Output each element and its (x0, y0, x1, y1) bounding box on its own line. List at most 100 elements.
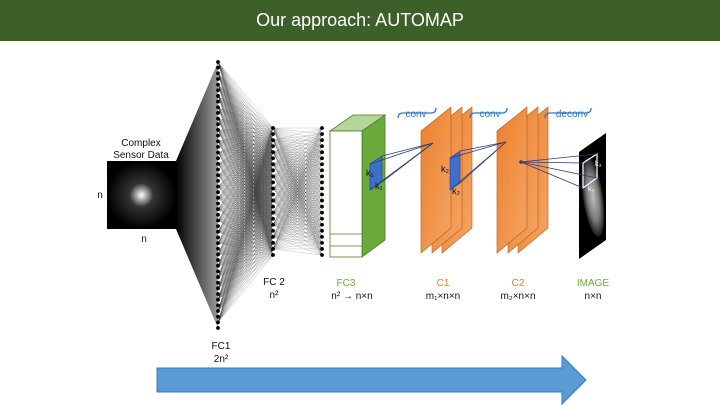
connection-line (217, 61, 274, 201)
connection-line (272, 127, 323, 243)
connection-line (217, 182, 274, 278)
connection-line (217, 107, 274, 141)
connection-line (217, 118, 274, 225)
connection-line (217, 152, 274, 221)
neuron-dot (320, 180, 324, 185)
connection-line (217, 208, 274, 225)
connection-line (217, 73, 274, 135)
connection-line (217, 95, 274, 219)
connection-line (272, 139, 323, 171)
connection-line (217, 118, 274, 147)
connection-line (217, 242, 274, 278)
connection-line (272, 188, 323, 207)
connection-line (217, 194, 274, 210)
connection-line (217, 158, 274, 300)
connection-line (217, 127, 274, 266)
connection-line (217, 164, 274, 289)
connection-line (217, 107, 274, 256)
connection-line (272, 200, 323, 219)
connection-line (217, 197, 274, 219)
connection-line (272, 188, 323, 237)
connection-line (272, 152, 323, 177)
connection-line (217, 152, 274, 176)
connection-line (217, 170, 274, 198)
connection-line (217, 107, 274, 237)
fc2-dim: n² (270, 290, 280, 301)
connection-line (272, 127, 323, 141)
connection-line (272, 133, 323, 250)
connection-line (272, 170, 323, 250)
input-label-line2: Sensor Data (113, 150, 169, 161)
connection-line (272, 152, 323, 250)
connection-line (217, 254, 274, 266)
connection-line (217, 197, 274, 201)
neuron-dot (216, 161, 220, 166)
connection-line (272, 152, 323, 183)
neuron-dot (216, 139, 220, 144)
connection-line (272, 152, 323, 237)
connection-line (272, 194, 323, 250)
neuron-dot (320, 132, 324, 136)
connection-line (217, 139, 274, 153)
connection-line (217, 163, 274, 171)
c2-name: C2 (512, 278, 525, 289)
connection-line (217, 236, 274, 266)
neuron-dot (271, 156, 275, 161)
connection-line (217, 118, 274, 141)
connection-line (217, 230, 274, 266)
neuron-dot (216, 241, 220, 246)
connection-line (217, 163, 274, 189)
connection-line (217, 175, 274, 195)
c2-block (496, 106, 549, 254)
connection-line (217, 197, 274, 213)
connection-line (272, 145, 323, 153)
connection-line (217, 164, 274, 312)
connection-line (272, 188, 323, 213)
connection-line (217, 236, 274, 278)
connection-line (217, 146, 274, 278)
kernel-label-k1b: k₁ (375, 181, 383, 191)
connection-line (217, 224, 274, 244)
connection-line (217, 152, 274, 256)
connection-line (217, 84, 274, 237)
neuron-dot (216, 229, 220, 234)
connection-line (217, 206, 274, 289)
connection-line (217, 152, 274, 177)
connection-line (217, 118, 274, 219)
connection-line (217, 194, 274, 323)
connection-line (217, 248, 274, 300)
connection-line (217, 95, 274, 231)
connection-line (272, 140, 323, 225)
neuron-dot (320, 150, 324, 155)
connection-line (272, 188, 323, 201)
connection-line (272, 158, 323, 250)
connection-line (217, 73, 274, 195)
connection-line (217, 61, 274, 183)
connection-line (217, 186, 274, 219)
connection-line (272, 170, 323, 225)
connection-line (217, 164, 274, 255)
connection-line (272, 152, 323, 250)
connection-line (217, 186, 274, 213)
connection-line (217, 107, 274, 189)
connection-line (217, 194, 274, 199)
connection-line (217, 133, 274, 176)
connection-line (217, 200, 274, 323)
connection-line (217, 188, 274, 210)
neuron-dot (271, 192, 275, 197)
connection-line (217, 145, 274, 153)
connection-line (217, 73, 274, 201)
connection-line (272, 206, 323, 225)
connection-line (272, 212, 323, 256)
connection-line (272, 176, 323, 201)
connection-line (272, 139, 323, 183)
connection-line (217, 84, 274, 243)
connection-line (217, 254, 274, 278)
connection-line (217, 209, 274, 250)
connection-line (217, 218, 274, 278)
connection-line (217, 248, 274, 266)
connection-line (217, 61, 274, 250)
connection-line (217, 61, 274, 171)
connection-line (272, 152, 323, 165)
connection-line (217, 61, 274, 165)
